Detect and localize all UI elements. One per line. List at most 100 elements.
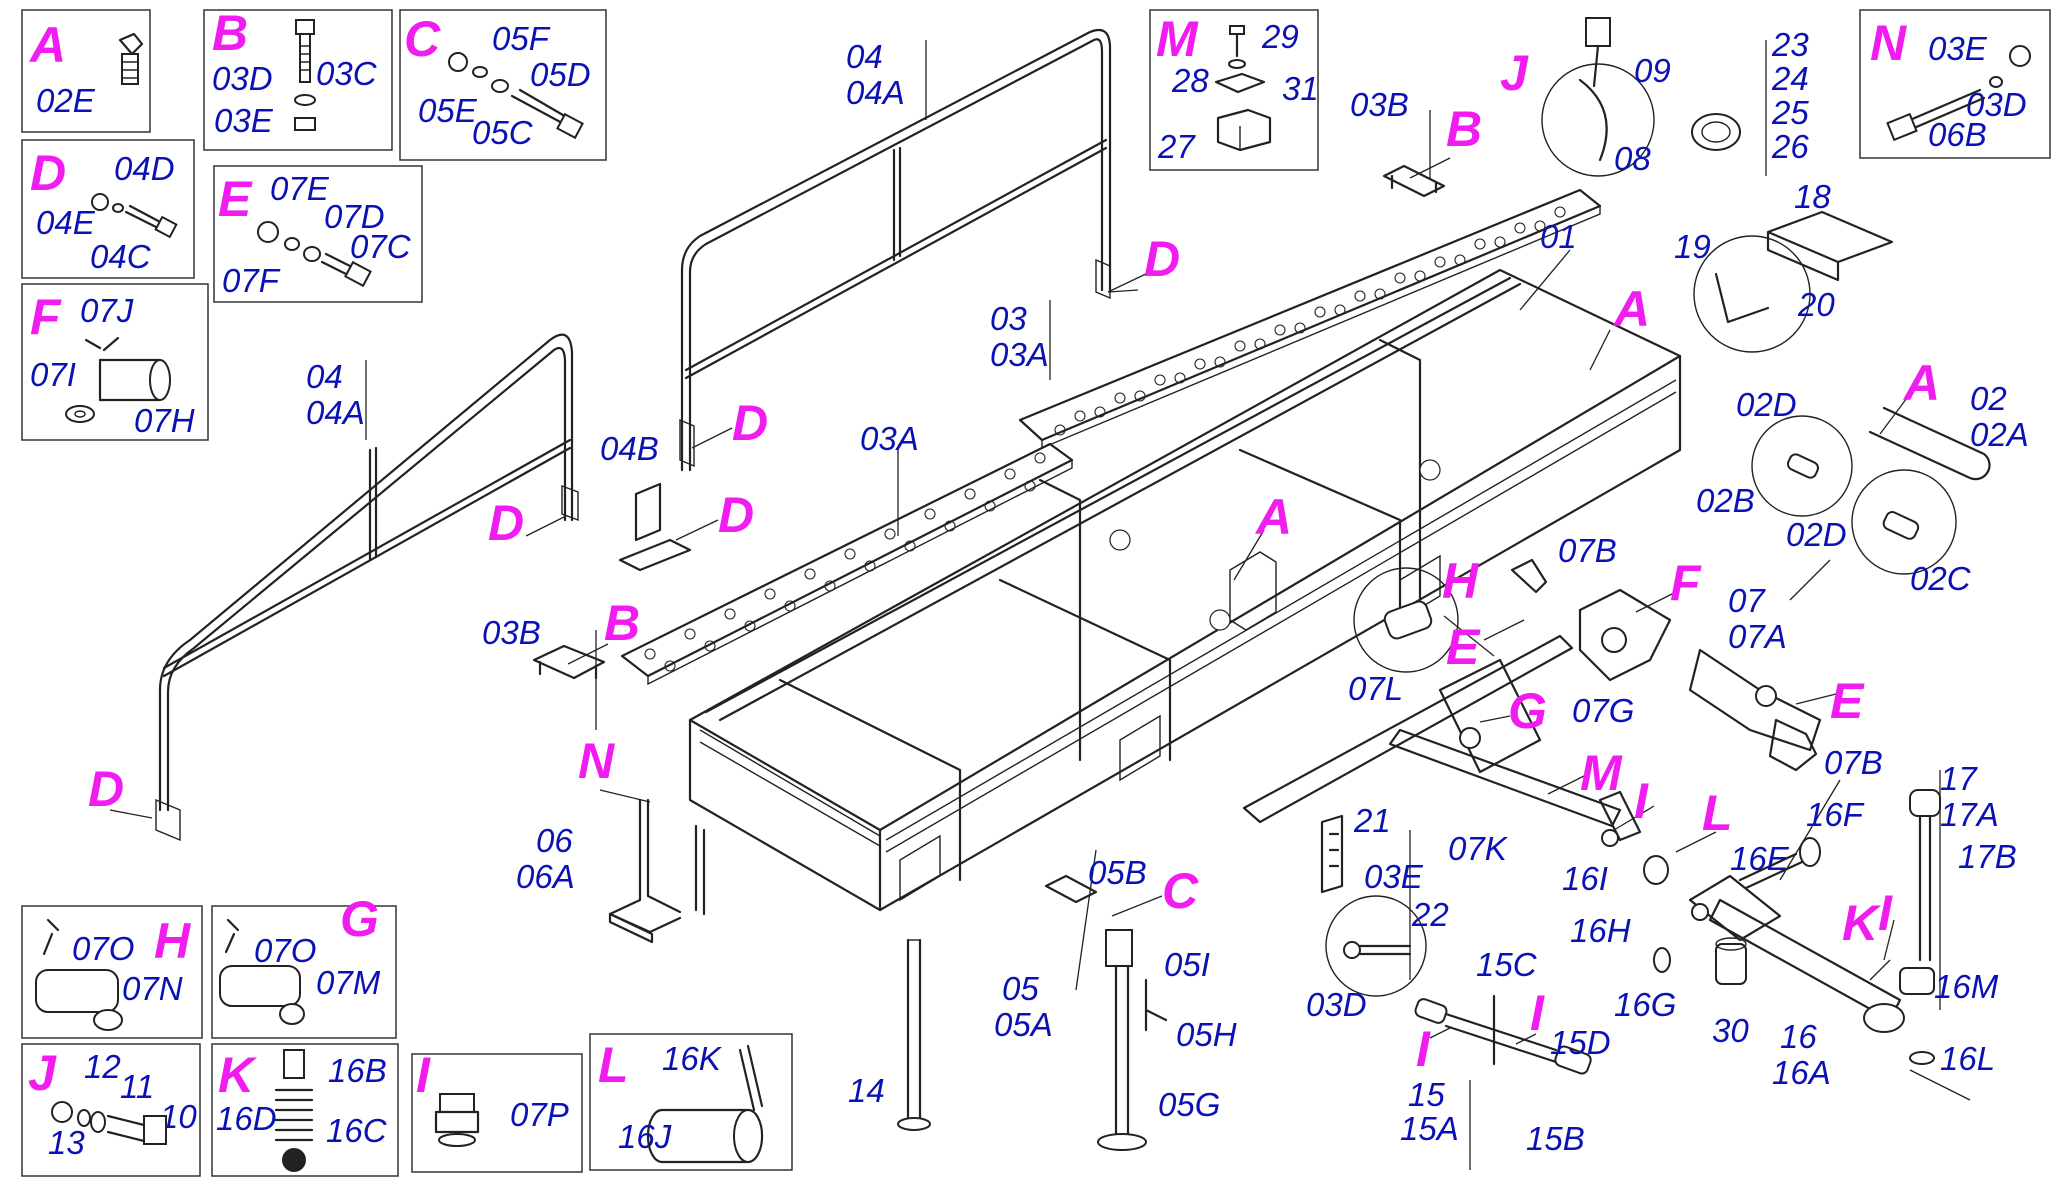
- grease-fitting-icon: [118, 32, 144, 85]
- label-03b-top: 03B: [1350, 86, 1409, 123]
- label-05g: 05G: [1158, 1086, 1220, 1123]
- label-16e: 16E: [1730, 840, 1790, 877]
- inset-E-07E: 07E: [270, 170, 330, 207]
- turnbuckle-15: [1414, 994, 1592, 1075]
- inset-M-key: M: [1156, 11, 1199, 67]
- callout-a-frame: A: [1612, 281, 1650, 337]
- inset-L-16J: 16J: [618, 1118, 672, 1155]
- inset-D-key: D: [30, 145, 66, 201]
- bolt-icon: [294, 19, 316, 131]
- inset-J-13: 13: [48, 1124, 85, 1161]
- label-05: 05: [1002, 970, 1039, 1007]
- inset-L: L 16K 16J: [589, 1033, 793, 1171]
- jack-05: [1044, 874, 1168, 1151]
- callout-a-center: A: [1254, 489, 1292, 545]
- label-07b-top: 07B: [1558, 532, 1617, 569]
- inset-N: N 03E 03D 06B: [1859, 9, 2051, 159]
- label-02b: 02B: [1696, 482, 1755, 519]
- label-23: 23: [1771, 26, 1809, 63]
- inset-N-03E: 03E: [1928, 30, 1988, 67]
- label-03: 03: [990, 300, 1027, 337]
- inset-C-key: C: [404, 11, 441, 67]
- inset-E: E 07E 07D 07C 07F: [213, 165, 423, 303]
- callout-m: M: [1580, 745, 1623, 801]
- callout-b-top: B: [1446, 101, 1482, 157]
- label-04-left: 04: [306, 358, 343, 395]
- inset-H-key: H: [154, 913, 191, 969]
- callout-l: L: [1702, 785, 1733, 841]
- label-15a: 15A: [1400, 1110, 1459, 1147]
- inset-C-05E: 05E: [418, 92, 478, 129]
- inset-B-03D: 03D: [212, 60, 273, 97]
- inset-G-07M: 07M: [316, 964, 381, 1001]
- label-18: 18: [1794, 178, 1831, 215]
- label-03b-left: 03B: [482, 614, 541, 651]
- callout-d-top: D: [1144, 231, 1180, 287]
- callout-keys: D D D D D B B J A A A H E F E G N M I L: [88, 45, 1940, 1077]
- inset-F-07J: 07J: [80, 292, 134, 329]
- label-02: 02: [1970, 380, 2007, 417]
- label-25: 25: [1771, 94, 1809, 131]
- inset-B: B 03D 03C 03E: [203, 5, 393, 151]
- pin-icon-f: [65, 336, 171, 423]
- inset-K-key: K: [218, 1047, 258, 1103]
- label-04a-top: 04A: [846, 74, 905, 111]
- label-15b: 15B: [1526, 1120, 1585, 1157]
- bracket-04b: [618, 482, 692, 572]
- bolt-icon-j: [51, 1101, 167, 1145]
- post-14: [897, 938, 931, 1131]
- label-04a-left: 04A: [306, 394, 365, 431]
- label-03d: 03D: [1306, 986, 1367, 1023]
- bushing-30: [1715, 937, 1747, 985]
- callout-b-left: B: [604, 595, 640, 651]
- inset-G-key: G: [340, 891, 379, 947]
- callout-i-15c: I: [1416, 1021, 1431, 1077]
- inset-M: M 29 28 31 27: [1149, 9, 1319, 171]
- inset-B-03E: 03E: [214, 102, 274, 139]
- label-21: 21: [1353, 802, 1391, 839]
- pin-16f: [1738, 837, 1821, 890]
- label-02a: 02A: [1970, 416, 2029, 453]
- footboard-lower: [620, 442, 1074, 686]
- label-07b-bot: 07B: [1824, 744, 1883, 781]
- inset-L-16K: 16K: [662, 1040, 723, 1077]
- pin-icon-l: [646, 1044, 764, 1164]
- label-19: 19: [1674, 228, 1711, 265]
- inset-E-07C: 07C: [350, 228, 412, 265]
- inset-K-16D: 16D: [216, 1100, 277, 1137]
- inset-N-key: N: [1870, 15, 1907, 71]
- inset-C-05C: 05C: [472, 114, 534, 151]
- label-03a: 03A: [990, 336, 1049, 373]
- leader-lines: [365, 40, 1971, 1170]
- bolt-nut-washer-icon: [448, 52, 584, 140]
- callout-g: G: [1508, 683, 1547, 739]
- inset-F: F 07J 07I 07H: [21, 283, 209, 441]
- inset-B-03C: 03C: [316, 55, 378, 92]
- label-16a: 16A: [1772, 1054, 1831, 1091]
- inset-D-04C: 04C: [90, 238, 152, 275]
- label-07k: 07K: [1448, 830, 1509, 867]
- inset-H-07N: 07N: [122, 970, 183, 1007]
- pin-18-20: [1693, 210, 1894, 353]
- inset-L-key: L: [598, 1037, 629, 1093]
- inset-D-04D: 04D: [114, 150, 175, 187]
- callout-e-top: E: [1446, 619, 1481, 675]
- bushing-23-26: [1691, 40, 1767, 176]
- callout-n: N: [578, 733, 615, 789]
- callout-h: H: [1442, 553, 1479, 609]
- label-07: 07: [1728, 582, 1766, 619]
- inset-J-11: 11: [120, 1068, 154, 1105]
- label-05b: 05B: [1088, 854, 1147, 891]
- callout-i-hitch: I: [1634, 773, 1649, 829]
- inset-N-06B: 06B: [1928, 116, 1987, 153]
- label-02d-b: 02D: [1786, 516, 1847, 553]
- inset-K: K 16B 16D 16C: [211, 1043, 399, 1177]
- inset-A: A 02E: [21, 9, 151, 133]
- bracket-03b-top: [1382, 164, 1446, 198]
- label-15: 15: [1408, 1076, 1445, 1113]
- inset-A-key: A: [28, 17, 66, 73]
- label-07g: 07G: [1572, 692, 1634, 729]
- inset-H-07O: 07O: [72, 930, 134, 967]
- label-01: 01: [1540, 218, 1577, 255]
- callout-j: J: [1500, 45, 1529, 101]
